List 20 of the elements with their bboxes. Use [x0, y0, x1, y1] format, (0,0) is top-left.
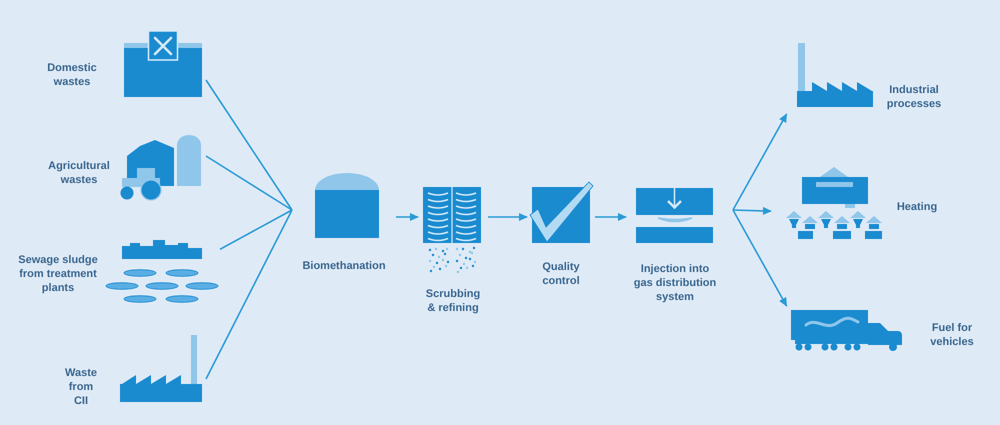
node-label: Agricultural wastes — [47, 159, 111, 187]
arrow — [396, 212, 419, 222]
node-label: Injection into gas distribution system — [632, 262, 718, 304]
arrow — [488, 212, 528, 222]
node-label: Heating — [896, 200, 938, 214]
node-label: Quality control — [541, 260, 581, 288]
node-label: Domestic wastes — [46, 61, 98, 89]
node-label: Waste from CII — [64, 366, 98, 408]
connector-line — [206, 155, 292, 211]
connector-line — [205, 80, 293, 210]
arrow — [732, 206, 772, 215]
connector-line — [205, 210, 293, 380]
arrow — [732, 210, 788, 307]
arrow — [732, 113, 788, 210]
node-label: Sewage sludge from treatment plants — [17, 253, 99, 295]
node-label: Industrial processes — [886, 83, 942, 111]
node-label: Scrubbing & refining — [424, 287, 482, 315]
connector-line — [220, 209, 292, 250]
node-label: Biomethanation — [301, 259, 387, 273]
node-label: Fuel for vehicles — [929, 321, 975, 349]
